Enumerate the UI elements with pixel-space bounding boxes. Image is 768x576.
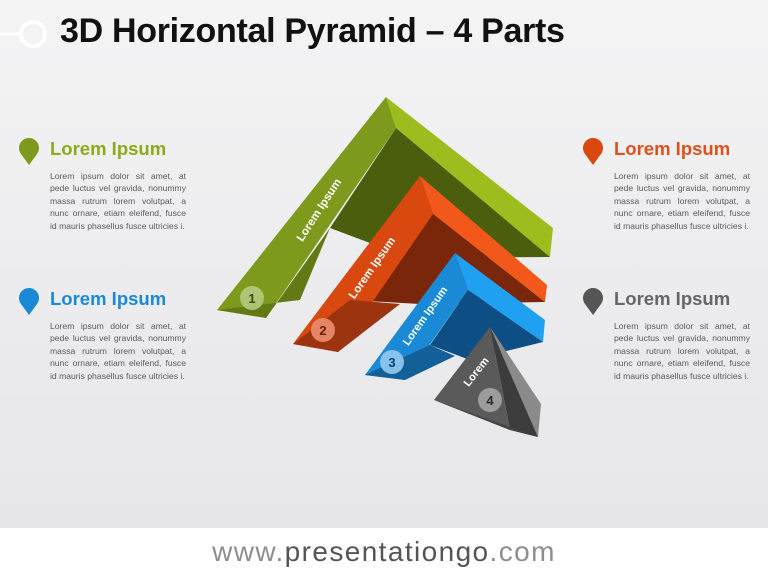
layer-4-right-face [490,327,541,437]
layer-2: 2 Lorem Ipsum [293,176,547,352]
callout-heading: Lorem Ipsum [614,138,731,159]
title-marker-icon [0,20,47,48]
layer-2-number: 2 [319,323,326,338]
layer-3-number: 3 [388,355,395,370]
layer-4-side-face [490,327,538,437]
layer-3-side-face [430,290,543,360]
layer-1-number: 1 [248,291,255,306]
layer-4: 4 Lorem [434,327,541,437]
location-pin-icon [19,138,39,165]
pin-shape [19,288,39,315]
layer-3-top-face [455,253,545,342]
layer-3-number-circle [380,350,404,374]
pin-shape [19,138,39,165]
layer-4-bottom-face [434,400,538,437]
footer-url-suffix: .com [489,536,556,567]
layer-1-number-circle [240,286,264,310]
layer-2-front-face [293,176,433,352]
callout-heading: Lorem Ipsum [614,288,731,309]
layer-4-number: 4 [486,393,494,408]
location-pin-icon [583,288,603,315]
layer-1-top-face [386,97,553,257]
pin-shape [583,138,603,165]
footer-url-brand: presentationgo [284,536,490,567]
pyramid-diagram: 1 Lorem Ipsum 2 Lorem Ipsum 3 Lorem Ipsu… [217,97,553,437]
page-title: 3D Horizontal Pyramid – 4 Parts [60,12,565,50]
layer-1-front-face [217,97,396,318]
location-pin-icon [583,138,603,165]
layer-3-front-face [365,253,468,380]
callout-body: Lorem ipsum dolor sit amet, at pede luct… [50,171,186,231]
callout-body: Lorem ipsum dolor sit amet, at pede luct… [50,321,186,381]
slide: 3D Horizontal Pyramid – 4 Parts Lorem Ip… [0,0,768,528]
callout-heading: Lorem Ipsum [50,138,167,159]
footer: www.presentationgo.com [0,528,768,576]
pin-shape [583,288,603,315]
callout-heading: Lorem Ipsum [50,288,167,309]
layer-2-number-circle [311,318,335,342]
layer-1-bottom-face [217,228,330,318]
layer-2-side-face [350,214,545,304]
callout-body: Lorem ipsum dolor sit amet, at pede luct… [614,171,750,231]
location-pin-icon [19,288,39,315]
callout-body: Lorem ipsum dolor sit amet, at pede luct… [614,321,750,381]
footer-url[interactable]: www.presentationgo.com [212,536,556,568]
footer-url-prefix: www. [212,536,285,567]
layer-4-number-circle [478,388,502,412]
layer-2-top-face [420,176,547,302]
